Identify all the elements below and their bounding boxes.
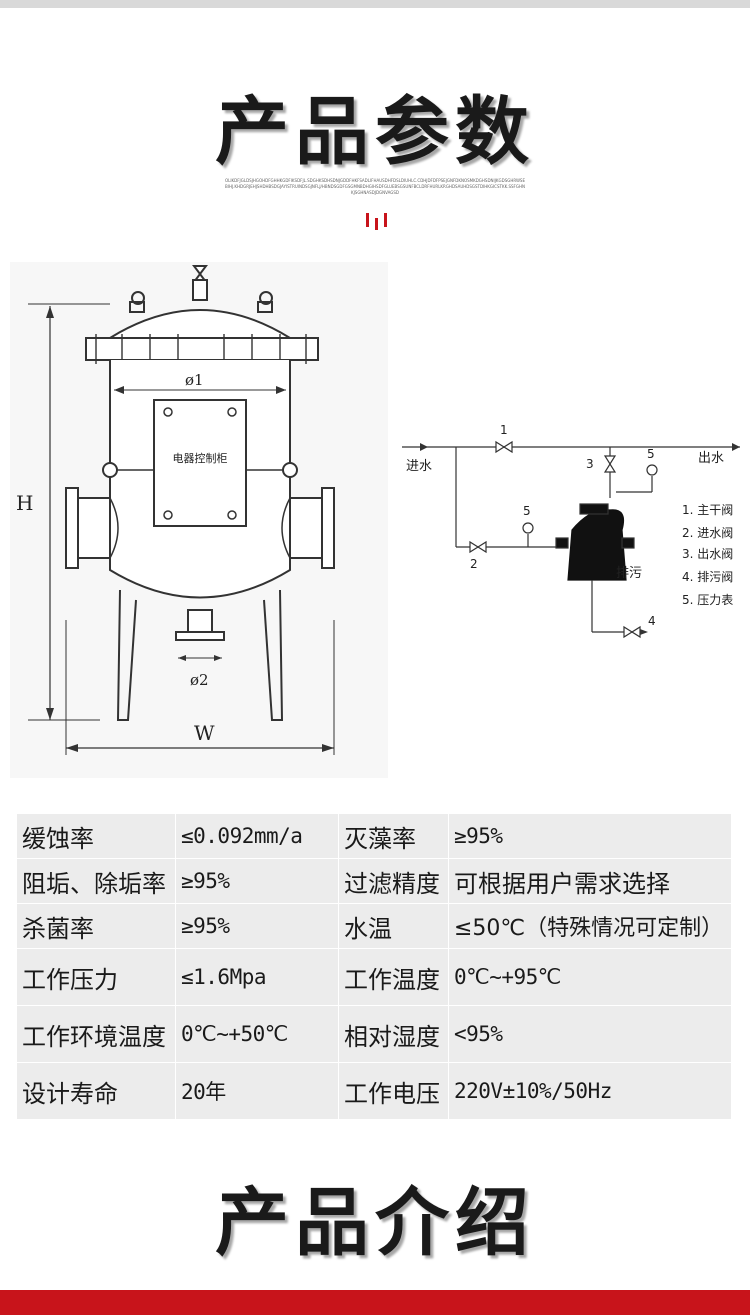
flow-num-5b: 5 — [647, 447, 655, 461]
spec-label: 灭藻率 — [338, 813, 449, 859]
spec-value: ≤0.092mm/a — [175, 813, 339, 859]
section-title-params: 产品参数 — [215, 89, 535, 175]
spec-value: 0℃~+95℃ — [448, 948, 732, 1006]
flow-num-4: 4 — [648, 614, 656, 628]
dim-h-label: H — [16, 491, 33, 515]
spec-value: ≤50℃（特殊情况可定制） — [448, 903, 732, 949]
flow-inlet-label: 进水 — [406, 459, 432, 474]
flow-outlet-label: 出水 — [698, 451, 724, 466]
accent-mark-right — [384, 213, 387, 227]
table-row: 工作环境温度 0℃~+50℃ 相对湿度 <95% — [16, 1005, 732, 1063]
table-row: 缓蚀率 ≤0.092mm/a 灭藻率 ≥95% — [16, 813, 732, 859]
spec-value: 220V±10%/50Hz — [448, 1062, 732, 1120]
spec-value: <95% — [448, 1005, 732, 1063]
flow-num-3: 3 — [586, 457, 594, 471]
table-row: 设计寿命 20年 工作电压 220V±10%/50Hz — [16, 1062, 732, 1120]
spec-label: 设计寿命 — [16, 1062, 176, 1120]
spec-label: 水温 — [338, 903, 449, 949]
spec-label: 相对湿度 — [338, 1005, 449, 1063]
legend-item-3: 3. 出水阀 — [682, 547, 733, 561]
accent-mark-mid — [375, 218, 378, 230]
legend-item-4: 4. 排污阀 — [682, 570, 733, 584]
spec-label: 工作电压 — [338, 1062, 449, 1120]
control-box-label: 电器控制柜 — [173, 451, 228, 465]
spec-label: 工作温度 — [338, 948, 449, 1006]
spec-value: ≥95% — [175, 903, 339, 949]
flow-drain-label: 排污 — [616, 566, 642, 581]
spec-label: 阻垢、除垢率 — [16, 858, 176, 904]
bottom-bar — [0, 1290, 750, 1315]
section-title-intro: 产品介绍 — [215, 1180, 535, 1266]
spec-table: 缓蚀率 ≤0.092mm/a 灭藻率 ≥95% 阻垢、除垢率 ≥95% 过滤精度… — [16, 813, 732, 1120]
spec-value: ≥95% — [175, 858, 339, 904]
table-row: 工作压力 ≤1.6Mpa 工作温度 0℃~+95℃ — [16, 948, 732, 1006]
top-bar — [0, 0, 750, 8]
spec-label: 过滤精度 — [338, 858, 449, 904]
dim-w-label: W — [194, 721, 215, 745]
legend-item-1: 1. 主干阀 — [682, 503, 733, 517]
spec-label: 工作环境温度 — [16, 1005, 176, 1063]
spec-label: 工作压力 — [16, 948, 176, 1006]
table-row: 阻垢、除垢率 ≥95% 过滤精度 可根据用户需求选择 — [16, 858, 732, 904]
flow-diagram: 1 进水 出水 2 5 3 5 排污 4 1. 主干阀 2. 进水阀 3. 出水… — [402, 423, 740, 639]
filter-drawing: H ø1 电器控制柜 ø2 W — [16, 265, 335, 755]
spec-value: ≥95% — [448, 813, 732, 859]
spec-label: 缓蚀率 — [16, 813, 176, 859]
spec-value: ≤1.6Mpa — [175, 948, 339, 1006]
dim-phi1-label: ø1 — [185, 371, 204, 389]
dim-phi2-label: ø2 — [190, 671, 209, 689]
spec-value: 20年 — [175, 1062, 339, 1120]
spec-label: 杀菌率 — [16, 903, 176, 949]
spec-value: 0℃~+50℃ — [175, 1005, 339, 1063]
spec-value: 可根据用户需求选择 — [448, 858, 732, 904]
accent-mark-left — [366, 213, 369, 227]
legend-item-5: 5. 压力表 — [682, 593, 733, 607]
legend-item-2: 2. 进水阀 — [682, 526, 733, 540]
flow-num-1: 1 — [500, 423, 508, 437]
flow-num-5a: 5 — [523, 504, 531, 518]
flow-num-2: 2 — [470, 557, 478, 571]
decorative-text: OLIKDFJGLDSJHGOHDFGHHKGDFIKSDFJL.SDGHKSD… — [225, 178, 525, 195]
table-row: 杀菌率 ≥95% 水温 ≤50℃（特殊情况可定制） — [16, 903, 732, 949]
